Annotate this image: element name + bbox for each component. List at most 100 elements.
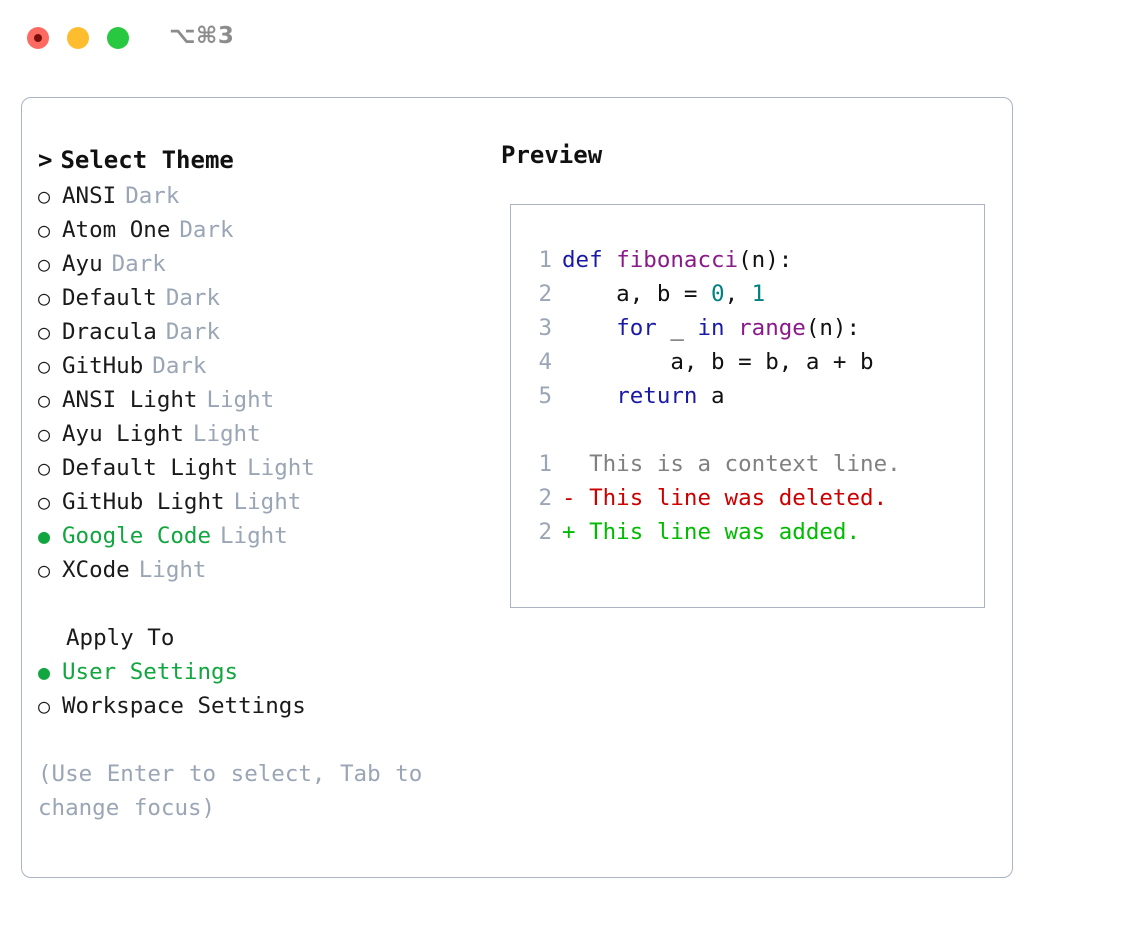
spacer <box>38 723 478 757</box>
radio-unselected-icon: ○ <box>38 286 51 310</box>
line-number: 2 <box>538 485 552 511</box>
theme-variant-tag: Light <box>233 489 302 515</box>
theme-variant-tag: Light <box>206 387 275 413</box>
apply-to-item[interactable]: ● User Settings <box>38 655 478 689</box>
code-line: 4 a, b = b, a + b <box>526 345 901 379</box>
diff-text: This line was deleted. <box>589 485 888 511</box>
diff-line: 1 This is a context line. <box>526 447 900 481</box>
theme-list-item[interactable]: ○ Default Light Light <box>38 451 478 485</box>
theme-variant-tag: Light <box>220 523 288 549</box>
theme-list-item[interactable]: ○ Default Dark <box>38 281 478 315</box>
code-token <box>562 315 616 341</box>
line-number: 2 <box>538 519 552 545</box>
diff-marker <box>562 451 589 477</box>
line-number: 2 <box>538 281 552 307</box>
minimize-window-button[interactable] <box>67 27 89 49</box>
code-token: fibonacci <box>616 247 739 273</box>
theme-list-item[interactable]: ● Google Code Light <box>38 519 478 553</box>
radio-unselected-icon: ○ <box>38 252 51 276</box>
radio-unselected-icon: ○ <box>38 422 51 446</box>
theme-name: Default <box>62 285 157 311</box>
theme-name: ANSI <box>62 183 117 209</box>
radio-unselected-icon: ○ <box>38 354 51 378</box>
theme-variant-tag: Dark <box>179 217 234 243</box>
line-number: 4 <box>538 349 552 375</box>
diff-line: 2- This line was deleted. <box>526 481 901 515</box>
theme-variant-tag: Dark <box>165 319 221 345</box>
diff-marker: + <box>562 519 590 545</box>
diff-marker: - <box>562 485 590 511</box>
code-token: _ <box>656 315 698 341</box>
theme-name: Default Light <box>62 455 239 481</box>
radio-unselected-icon: ○ <box>38 218 51 242</box>
line-number: 1 <box>538 247 552 273</box>
code-token: a, b = <box>562 281 712 307</box>
theme-list-item[interactable]: ○ ANSI Dark <box>38 179 478 213</box>
theme-name: Ayu <box>62 251 103 277</box>
maximize-window-button[interactable] <box>107 27 129 49</box>
apply-to-list[interactable]: ● User Settings ○Workspace Settings <box>38 655 478 723</box>
theme-name: Google Code <box>62 523 212 549</box>
theme-list-item[interactable]: ○ Dracula Dark <box>38 315 478 349</box>
theme-picker-title: Select Theme <box>60 146 234 174</box>
code-token: (n): <box>805 315 861 341</box>
radio-selected-icon: ● <box>38 524 51 548</box>
code-line: 3 for _ in range(n): <box>526 311 901 345</box>
radio-unselected-icon: ○ <box>38 694 51 718</box>
theme-variant-tag: Light <box>192 421 261 447</box>
diff-line: 2 + This line was added. <box>526 515 901 549</box>
theme-list-item[interactable]: ○ Ayu Light Light <box>38 417 478 451</box>
theme-list-item[interactable]: ○ Ayu Dark <box>38 247 478 281</box>
line-number: 1 <box>538 451 552 477</box>
code-token: , <box>724 281 752 307</box>
title-bar: ⌥⌘3 <box>0 0 1140 76</box>
apply-to-label: User Settings <box>62 659 239 685</box>
theme-name: Atom One <box>62 217 171 243</box>
code-token <box>562 383 616 409</box>
code-token: 0 <box>711 281 725 307</box>
spacer <box>38 587 478 621</box>
radio-unselected-icon: ○ <box>38 184 51 208</box>
code-separator <box>526 413 901 447</box>
theme-variant-tag: Dark <box>125 183 180 209</box>
radio-selected-icon: ● <box>38 660 51 684</box>
apply-to-header: Apply To <box>66 625 175 651</box>
theme-name: Ayu Light <box>62 421 184 447</box>
line-number: 3 <box>538 315 552 341</box>
theme-list-item[interactable]: ○ Atom One Dark <box>38 213 478 247</box>
theme-variant-tag: Dark <box>111 251 166 277</box>
theme-name: ANSI Light <box>62 387 198 413</box>
preview-title: Preview <box>501 141 603 169</box>
close-icon <box>34 34 42 42</box>
radio-unselected-icon: ○ <box>38 490 51 514</box>
theme-variant-tag: Dark <box>165 285 221 311</box>
radio-unselected-icon: ○ <box>38 388 51 412</box>
code-token <box>725 315 739 341</box>
code-token: (n): <box>738 247 793 273</box>
theme-list-item[interactable]: ○ ANSI Light Light <box>38 383 478 417</box>
code-token: return <box>616 383 698 409</box>
apply-to-item[interactable]: ○Workspace Settings <box>38 689 478 723</box>
line-number: 5 <box>538 383 552 409</box>
code-token: a, b = b, a + b <box>562 349 874 375</box>
diff-text: This line was added. <box>589 519 861 545</box>
radio-unselected-icon: ○ <box>38 320 51 344</box>
theme-name: Dracula <box>62 319 157 345</box>
keyboard-shortcut-label: ⌥⌘3 <box>169 23 235 49</box>
code-token: for <box>616 315 657 341</box>
radio-unselected-icon: ○ <box>38 456 51 480</box>
code-line: 5 return a <box>526 379 901 413</box>
theme-variant-tag: Light <box>247 455 315 481</box>
code-token: a <box>697 383 725 409</box>
code-line: 2 a, b = 0, 1 <box>526 277 901 311</box>
radio-unselected-icon: ○ <box>38 558 51 582</box>
